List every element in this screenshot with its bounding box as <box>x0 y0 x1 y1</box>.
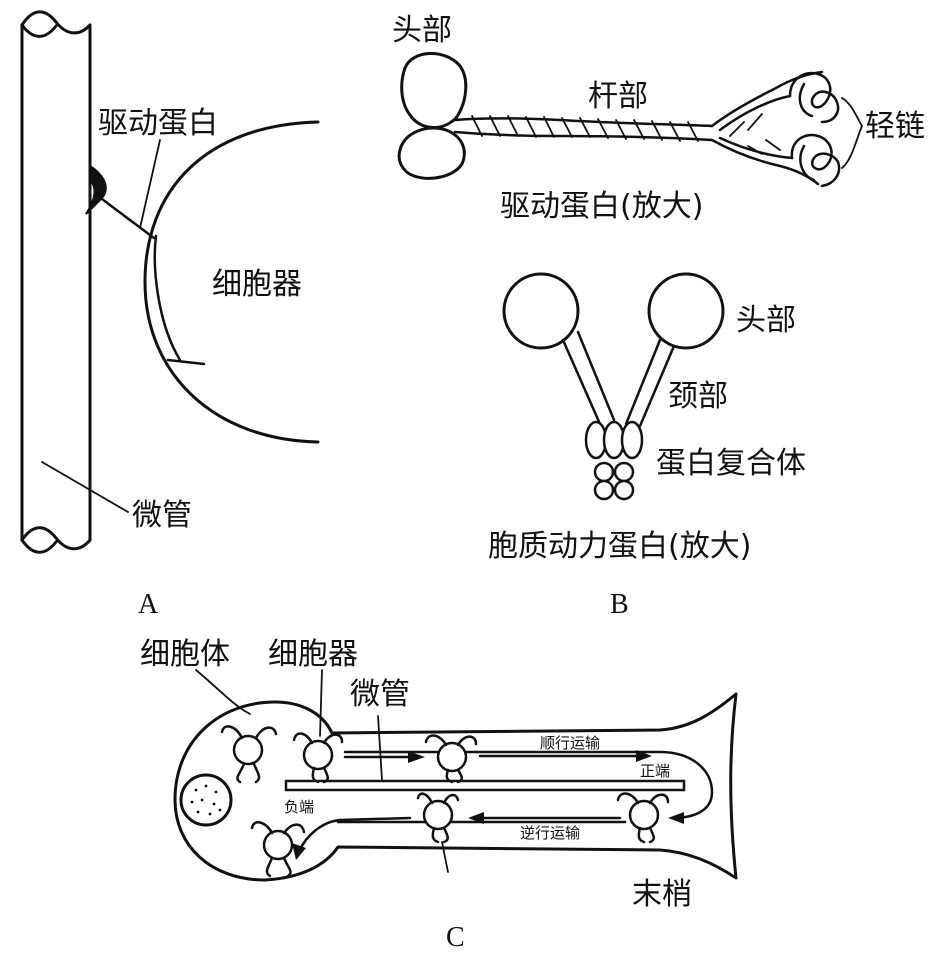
retrograde-arrows <box>292 812 684 860</box>
kinesin-label: 驱动蛋白 <box>98 106 218 141</box>
panel-a-letter: A <box>138 589 159 620</box>
panel-b-letter: B <box>610 589 629 620</box>
dynein-diagram: 头部 颈部 蛋白复合体 胞质动力蛋白(放大) <box>488 272 806 564</box>
dynein-head-right-icon <box>647 272 725 350</box>
anterograde-label: 顺行运输 <box>540 734 600 752</box>
plus-end-label: 正端 <box>640 762 670 780</box>
panel-c: 细胞体 细胞器 微管 顺行运输 正端 负端 逆行运输 末梢 C <box>140 637 738 953</box>
dynein-neck-label: 颈部 <box>668 379 728 414</box>
minus-end-label: 负端 <box>284 798 314 816</box>
organelle-label-c: 细胞器 <box>268 637 358 672</box>
dynein-head-left-icon <box>502 272 580 350</box>
retrograde-label: 逆行运输 <box>520 824 580 842</box>
kinesin-stalk-icon <box>453 115 714 142</box>
microtubule-label-c: 微管 <box>350 677 410 712</box>
light-chain-label: 轻链 <box>865 109 925 144</box>
dynein-head-label: 头部 <box>736 303 796 338</box>
nucleus-dots <box>190 784 222 816</box>
kinesin-diagram: 头部 杆部 轻链 驱动蛋白(放大) <box>392 13 925 224</box>
light-chain-icon <box>710 70 841 188</box>
cell-body-label: 细胞体 <box>140 637 230 672</box>
microtubule-label: 微管 <box>132 498 192 533</box>
kinesin-head-label: 头部 <box>392 13 452 48</box>
neuron-outline <box>173 692 738 882</box>
terminal-label: 末梢 <box>632 877 692 912</box>
kinesin-stalk-label: 杆部 <box>588 79 648 114</box>
anterograde-arrows <box>343 750 652 763</box>
organelle-outline <box>143 120 320 444</box>
kinesin-caption: 驱动蛋白(放大) <box>500 189 703 224</box>
microtubule-bar <box>284 779 686 792</box>
organelle-label: 细胞器 <box>212 267 302 302</box>
panel-a: 驱动蛋白 细胞器 微管 A <box>20 10 320 620</box>
organelle-motor-icon <box>220 725 670 878</box>
protein-complex-label: 蛋白复合体 <box>656 446 806 481</box>
nucleus-icon <box>179 773 233 827</box>
protein-complex-icon <box>584 420 644 501</box>
panel-c-letter: C <box>446 922 465 953</box>
kinesin-motor-head-icon <box>85 164 107 215</box>
kinesin-head-icon <box>400 52 468 129</box>
dynein-caption: 胞质动力蛋白(放大) <box>488 529 751 564</box>
panel-b: 头部 杆部 轻链 驱动蛋白(放大) 头部 颈部 蛋白复合体 <box>392 13 925 620</box>
microtubule-column <box>20 10 92 554</box>
